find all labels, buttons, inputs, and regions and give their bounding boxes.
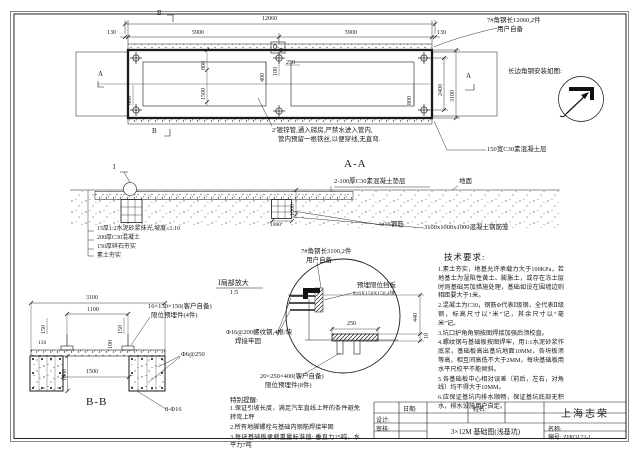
titleblock-name-label: 姓名:: [473, 407, 487, 413]
label-cushion: 2-100厚C30素混凝土垫层: [334, 178, 406, 185]
section-bb-title: B-B: [86, 396, 108, 408]
dim-1000-v: 1000: [290, 204, 296, 216]
tech-item-2: 2.混凝土为C30，钢筋Φ代表Ⅰ级钢，全代表Ⅱ级钢，标高尺寸以“米”记，其余尺寸…: [438, 302, 564, 327]
tech-requirements: 技术要求: 1.素土夯实，地基允许承载力大于100KPa，若地基土为湿陷性黄土、…: [438, 251, 564, 413]
note-concrete-layer: 150宽C30素混凝土层: [487, 146, 547, 153]
note-plate-bb-line2: 限位预埋件(4件): [151, 312, 198, 319]
dim-3100-bb: 3100: [86, 295, 98, 301]
tech-item-1: 1.素土夯实，地基允许承载力大于100KPa，若地基土为湿陷性黄土、膨胀土，或存…: [438, 266, 564, 300]
label-ground: 地面: [459, 178, 472, 185]
note-angle-steel-line1: 7#角钢长12060,2件: [487, 17, 541, 24]
detail-title: Ⅰ局部放大: [218, 279, 249, 287]
dim-2400: 2400: [438, 84, 444, 96]
dim-150-h: 150: [38, 340, 47, 346]
detail-mark: Ⅰ: [113, 165, 116, 171]
dim-end-right: 130: [437, 29, 446, 36]
dim-100: 100: [273, 67, 279, 76]
note-angle-steel-line2: 用户自备: [497, 26, 523, 33]
dim-800-mid: 800: [201, 61, 207, 70]
dim-150-left: 150: [41, 325, 47, 334]
special-notes: 特别提醒: 1.保证引坡长度，满足汽车直线上秤的条件避免转弯上秤 2.所有地脚螺…: [230, 396, 360, 452]
detail-plate-line2: 限位预埋件(8件): [265, 382, 312, 389]
dim-100-bb: 100: [108, 340, 114, 349]
dim-1500-bb: 1500: [86, 369, 98, 375]
label-cage: 3100x1000x1000混凝土钢筋笼: [424, 224, 509, 231]
detail-baffle-line1: 预埋限位挡板: [357, 282, 396, 289]
dim-800-left: 800: [127, 96, 133, 105]
drawing-border: [10, 11, 629, 442]
section-mark-a-right: A: [466, 72, 472, 80]
tech-item-3: 3.坑口护角角钢按图焊接加强后须校直。: [438, 329, 548, 337]
detail-dim-440: 440: [413, 313, 419, 322]
titleblock-number: 编号: ZH03122-1: [548, 435, 592, 441]
detail-plate-line1: 20×250×400(客户自备): [260, 373, 324, 380]
tech-item-4: 4.螺纹钢与基础板按图焊牢，用1:1水泥砂浆作底浆，基础板高出基坑地面10MM，…: [438, 339, 564, 373]
layer-note-2: 200厚C30混凝土: [97, 235, 141, 241]
detail-rebar-line2: 焊接牢固: [235, 338, 261, 345]
note-stirrup: Φ6@250: [181, 351, 205, 358]
titleblock-review-label: 审核:: [376, 427, 390, 433]
section-aa-title: A-A: [344, 158, 367, 170]
dim-3100-plan: 3100: [450, 90, 456, 102]
title-block-grid: [373, 401, 626, 439]
angle-steel-install-icon: [558, 76, 604, 122]
detail-scale: 1:5: [230, 289, 239, 296]
note-pipe-line1: 2′镀锌管,通入磅房,严禁水进入管内,: [272, 127, 373, 134]
dim-150-right: 150: [118, 325, 124, 334]
conduit-pipe-icon: [270, 41, 286, 54]
dim-end-left: 130: [107, 29, 116, 36]
titleblock-design-label: 设计:: [376, 417, 390, 424]
detail-dim-10: 10: [424, 333, 430, 339]
note-plate-bb-line1: 16×150×150(客户自备): [148, 303, 212, 310]
note-main-rebar: 8-Φ16: [165, 406, 182, 413]
layer-note-4: 素土夯实: [97, 253, 122, 259]
detail-baffle-line2: δ16X150X150,4块: [353, 291, 396, 297]
detail-view: [216, 258, 424, 378]
rebar-dots: [32, 358, 163, 389]
titleblock-title-label: 名称:: [548, 427, 562, 433]
section-mark-b: [164, 14, 174, 137]
special-title: 特别提醒:: [230, 397, 258, 404]
detail-dim-250: 250: [347, 321, 356, 327]
note-install: 长边角钢安装如图:: [508, 68, 562, 75]
layer-note-1: 15厚1:2水泥砂浆抹光,坡度≤1:10: [97, 226, 181, 232]
dim-span-left: 5900: [192, 29, 204, 36]
special-item-1: 1.保证引坡长度，满足汽车直线上秤的条件避免转弯上秤: [230, 405, 360, 422]
anchor-bolt-icon: [130, 52, 430, 117]
layer-note-3: 150厚碎石夯实: [97, 244, 137, 250]
titleblock-company: 上海志荣: [561, 409, 609, 420]
dim-1000-h: 1000: [270, 222, 281, 228]
detail-angle-line1: 7#角钢长3100,2件: [301, 248, 352, 255]
titleblock-date-label: 日期:: [403, 407, 417, 413]
section-mark-a-left: A: [98, 70, 104, 78]
note-pipe-line2: 管内预留一根铁丝,以便穿线,无直弯.: [278, 136, 381, 143]
dim-span-right: 5900: [345, 29, 357, 36]
dim-250-plan: 250: [286, 60, 295, 66]
tech-item-6: 6.应保证基坑内排水顺畅，保证基坑底部无积水，排水设施用户自定。: [438, 394, 564, 411]
plan-view: [75, 14, 604, 151]
detail-angle-line2: 用户自备: [306, 257, 332, 264]
titleblock-drawing-title: 3×12M 基础图(浅基坑): [450, 428, 521, 436]
dim-1100: 1100: [87, 306, 99, 313]
dim-overall-length: 12060: [262, 16, 277, 22]
tech-title: 技术要求:: [444, 252, 486, 262]
section-aa-view: [70, 171, 560, 257]
dim-400: 400: [260, 73, 266, 82]
dim-800-right: 800: [407, 96, 413, 105]
section-mark-a: [97, 81, 475, 91]
tech-item-5: 5.各基础板中心相对误差（前后，左右，对角线）均不得大于10MM。: [438, 375, 564, 392]
section-mark-b-top: B: [157, 9, 162, 17]
section-mark-b-bottom: B: [152, 127, 157, 135]
special-item-3: 3.每块基础板承载重量标准值: 垂直力25吨，水平力7吨: [230, 433, 360, 450]
dim-1000-bb: 1000: [62, 369, 68, 381]
section-bb-view: [28, 300, 181, 410]
dim-1500: 1500: [201, 88, 207, 100]
special-item-2: 2.所有地脚螺栓与基础内钢筋焊接牢固: [230, 423, 334, 431]
detail-rebar-line1: Φ16@200螺纹钢,4根/块: [226, 329, 293, 336]
label-rebar-aa: ø16钢筋: [381, 221, 404, 228]
